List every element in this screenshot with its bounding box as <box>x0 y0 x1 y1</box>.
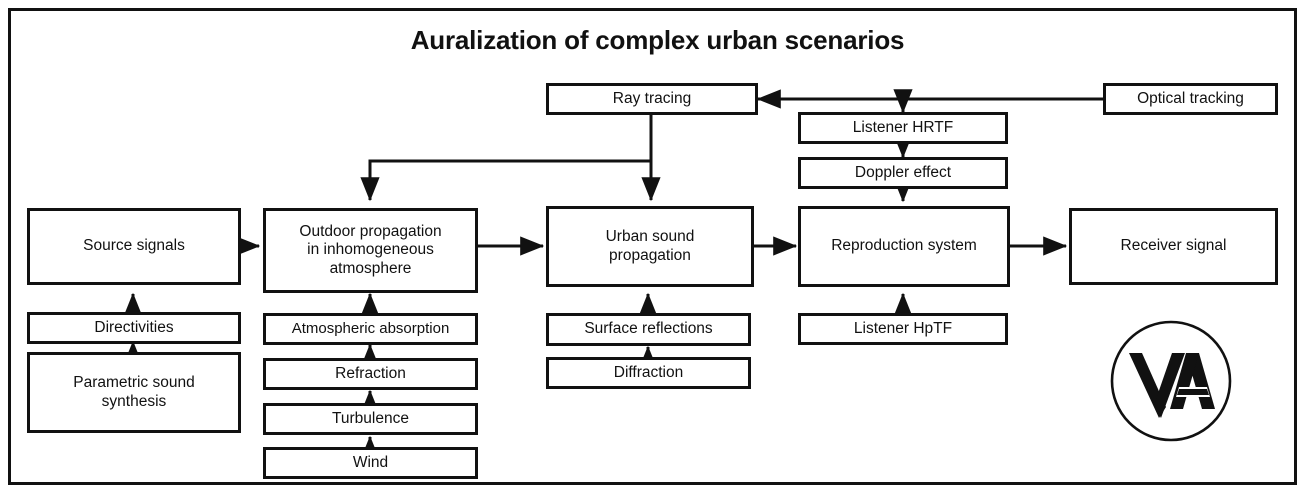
node-outdoor-propagation[interactable]: Outdoor propagation in inhomogeneous atm… <box>263 208 478 293</box>
node-directivities[interactable]: Directivities <box>27 312 241 344</box>
node-label: Listener HRTF <box>852 118 954 136</box>
node-source-signals[interactable]: Source signals <box>27 208 241 285</box>
node-optical-tracking[interactable]: Optical tracking <box>1103 83 1278 115</box>
node-listener-hptf[interactable]: Listener HpTF <box>798 313 1008 345</box>
node-label: Diffraction <box>613 363 684 381</box>
node-label: Ray tracing <box>612 89 692 107</box>
node-label: Doppler effect <box>854 163 952 181</box>
node-parametric-sound-synthesis[interactable]: Parametric sound synthesis <box>27 352 241 433</box>
va-monogram-icon <box>1129 353 1215 418</box>
node-label: Turbulence <box>332 409 409 427</box>
node-label: Refraction <box>335 364 406 382</box>
page-title: Auralization of complex urban scenarios <box>410 25 905 55</box>
node-surface-reflections[interactable]: Surface reflections <box>546 313 751 346</box>
node-label: Parametric sound synthesis <box>73 374 195 410</box>
node-label: Source signals <box>83 237 185 255</box>
node-label: Atmospheric absorption <box>291 320 450 338</box>
node-label: Directivities <box>94 318 174 336</box>
node-atmospheric-absorption[interactable]: Atmospheric absorption <box>263 313 478 345</box>
node-label: Receiver signal <box>1120 237 1227 255</box>
node-label: Outdoor propagation in inhomogeneous atm… <box>299 223 442 277</box>
node-refraction[interactable]: Refraction <box>263 358 478 390</box>
node-wind[interactable]: Wind <box>263 447 478 479</box>
node-label: Optical tracking <box>1137 89 1244 107</box>
node-doppler-effect[interactable]: Doppler effect <box>798 157 1008 189</box>
va-logo <box>1110 320 1232 442</box>
node-reproduction-system[interactable]: Reproduction system <box>798 206 1010 287</box>
node-diffraction[interactable]: Diffraction <box>546 357 751 389</box>
node-urban-sound-propagation[interactable]: Urban sound propagation <box>546 206 754 287</box>
node-label: Surface reflections <box>584 320 713 338</box>
node-label: Reproduction system <box>831 237 977 255</box>
node-turbulence[interactable]: Turbulence <box>263 403 478 435</box>
node-label: Listener HpTF <box>853 319 953 337</box>
node-receiver-signal[interactable]: Receiver signal <box>1069 208 1278 285</box>
node-label: Urban sound propagation <box>605 228 695 264</box>
node-label: Wind <box>352 453 389 471</box>
node-ray-tracing[interactable]: Ray tracing <box>546 83 758 115</box>
node-listener-hrtf[interactable]: Listener HRTF <box>798 112 1008 144</box>
